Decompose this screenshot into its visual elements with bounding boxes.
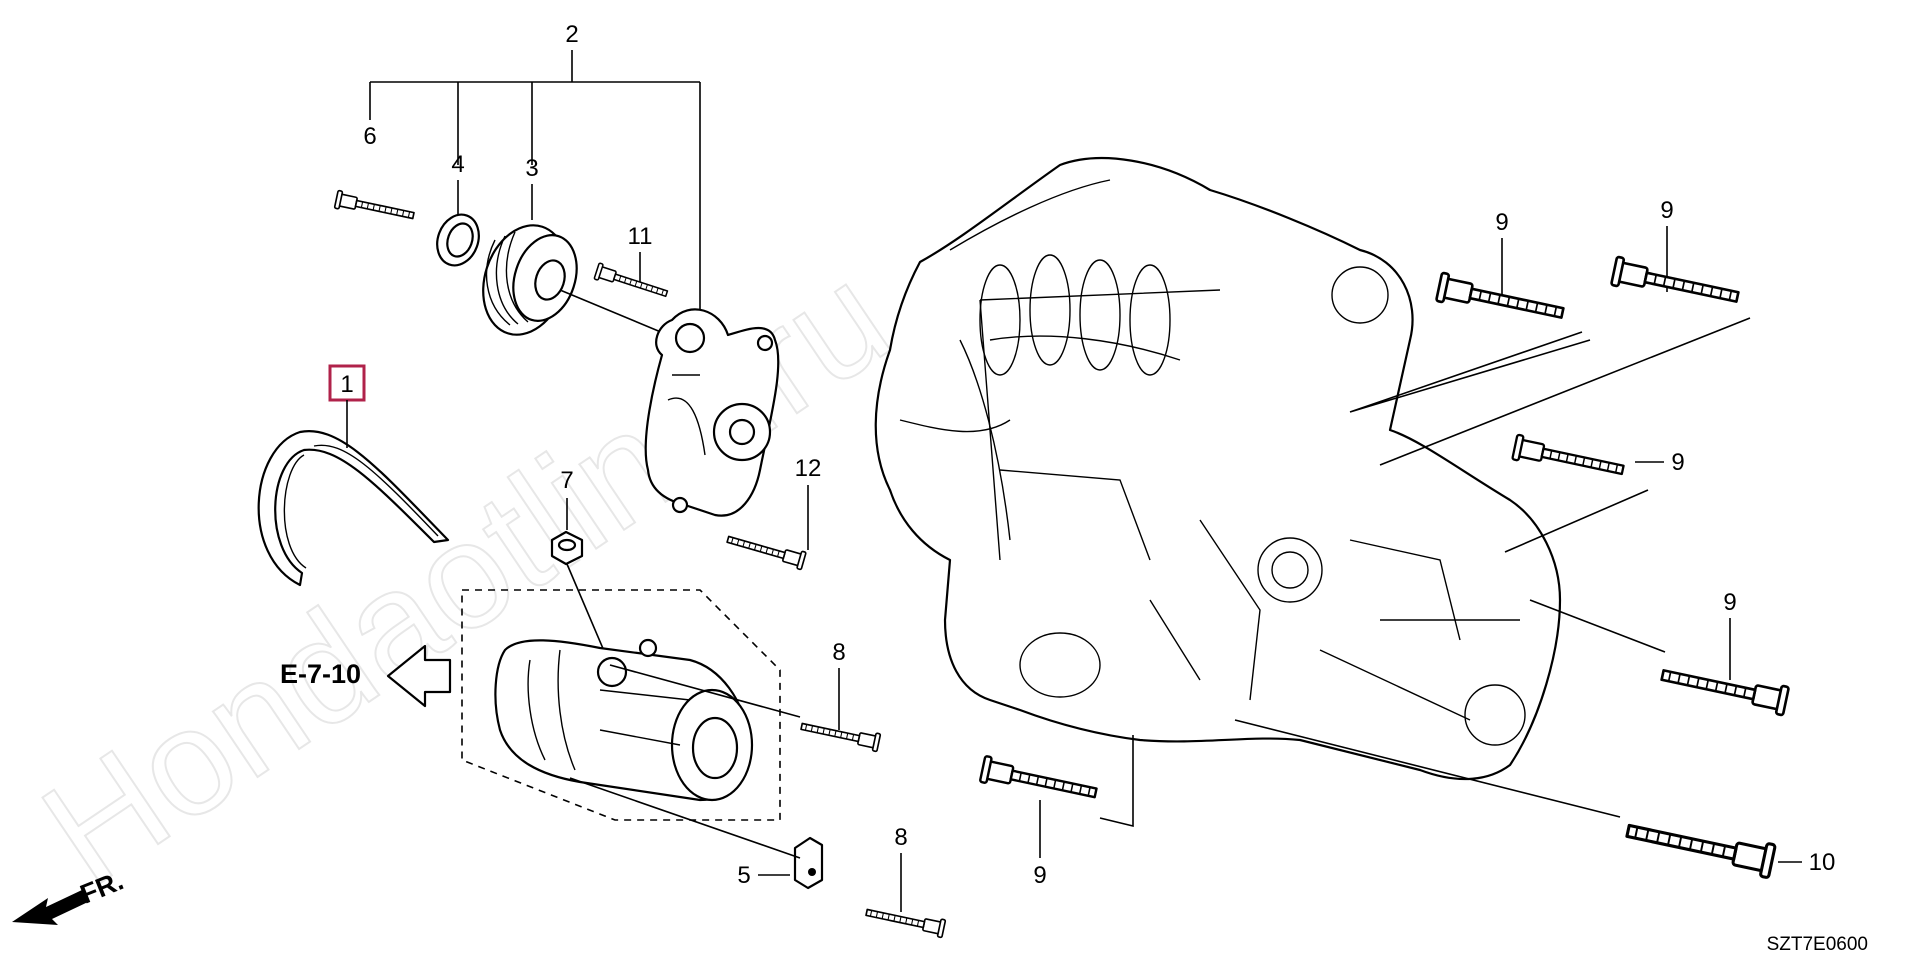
auto-tensioner[interactable] bbox=[644, 308, 780, 517]
starter-axis-line bbox=[609, 664, 801, 718]
diagram-reference-code: SZT7E0600 bbox=[1767, 934, 1868, 955]
callout-9-b[interactable]: 9 bbox=[1660, 197, 1673, 224]
bracket-axis-line bbox=[569, 777, 801, 859]
bolt-6[interactable] bbox=[333, 189, 417, 226]
callout-1[interactable]: 1 bbox=[340, 371, 353, 398]
cross-reference-label[interactable]: E-7-10 bbox=[280, 659, 361, 689]
pulley-cap[interactable] bbox=[430, 209, 485, 272]
engine-lead-10 bbox=[1234, 719, 1621, 818]
callout-9-c[interactable]: 9 bbox=[1671, 449, 1684, 476]
bolt-8-lower[interactable] bbox=[863, 902, 947, 939]
bolt-10[interactable] bbox=[1623, 812, 1777, 880]
bolt-9-d[interactable] bbox=[1658, 659, 1791, 717]
engine-assembly bbox=[874, 157, 1562, 781]
callout-8-starter[interactable]: 8 bbox=[832, 639, 845, 666]
callout-11[interactable]: 11 bbox=[628, 223, 653, 250]
callout-6[interactable]: 6 bbox=[363, 123, 376, 150]
callout-3[interactable]: 3 bbox=[525, 155, 538, 182]
bolt-9-e[interactable] bbox=[978, 754, 1100, 807]
callout-2[interactable]: 2 bbox=[565, 21, 578, 48]
engine-lead-9-e bbox=[1099, 735, 1134, 828]
callout-10[interactable]: 10 bbox=[1809, 849, 1836, 876]
bolt-8-starter[interactable] bbox=[798, 716, 882, 753]
callout-9-a[interactable]: 9 bbox=[1495, 209, 1508, 236]
group-bracket-2 bbox=[369, 50, 701, 310]
bolt-9-b[interactable] bbox=[1609, 255, 1742, 313]
front-direction-arrow-icon bbox=[12, 890, 88, 925]
bolt-12[interactable] bbox=[724, 529, 807, 571]
starter-boundary bbox=[461, 589, 781, 821]
callout-12[interactable]: 12 bbox=[795, 455, 822, 482]
drive-belt[interactable] bbox=[257, 430, 450, 587]
cross-reference-arrow-icon bbox=[386, 644, 452, 708]
bolt-9-a[interactable] bbox=[1434, 271, 1567, 329]
engine-lead-9-c bbox=[1504, 489, 1649, 553]
engine-lead-9-d bbox=[1529, 599, 1666, 653]
bolt-11[interactable] bbox=[593, 262, 670, 303]
bolt-9-c[interactable] bbox=[1511, 433, 1627, 484]
engine-lead-9-b bbox=[1379, 317, 1751, 466]
callout-9-d[interactable]: 9 bbox=[1723, 589, 1736, 616]
idler-pulley[interactable] bbox=[470, 214, 587, 345]
callout-9-e[interactable]: 9 bbox=[1033, 862, 1046, 889]
callout-7[interactable]: 7 bbox=[560, 467, 573, 494]
engine-lead-9-a bbox=[1349, 331, 1591, 413]
callout-8-lower[interactable]: 8 bbox=[894, 824, 907, 851]
nut-7[interactable] bbox=[550, 530, 584, 566]
bracket-5[interactable] bbox=[793, 836, 824, 890]
callout-4[interactable]: 4 bbox=[451, 151, 464, 178]
watermark: Hondaotline.ru bbox=[14, 232, 917, 917]
starter-motor[interactable] bbox=[494, 638, 754, 802]
callout-5[interactable]: 5 bbox=[737, 862, 750, 889]
